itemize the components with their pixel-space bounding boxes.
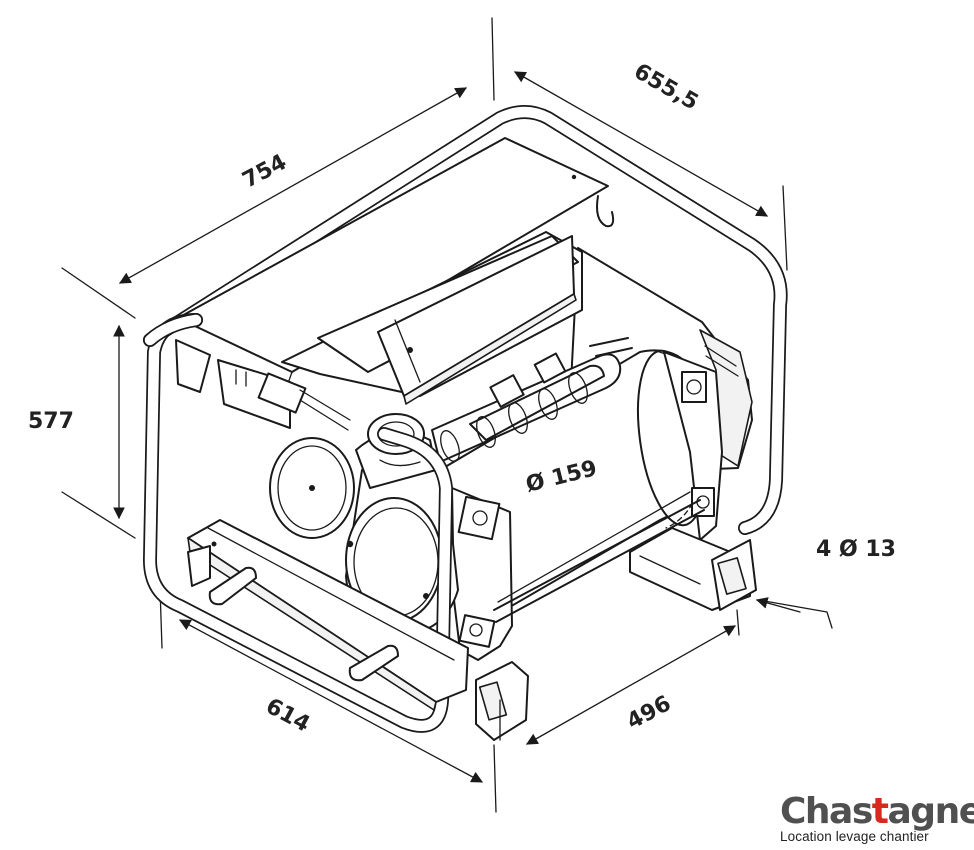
right-side-plate <box>663 351 723 541</box>
logo-tagline: Location levage chantier <box>780 829 929 844</box>
right-base <box>629 527 757 611</box>
dimension-base-width: 496 <box>623 691 675 735</box>
base-channel <box>187 519 469 711</box>
front-flap <box>175 339 211 393</box>
front-foot <box>475 661 529 741</box>
dimension-lines <box>61 17 833 813</box>
left-side-plate <box>451 487 513 661</box>
dimension-base-length: 614 <box>262 694 314 738</box>
company-logo: Chastagner Location levage chantier <box>780 791 974 845</box>
gearbox-bracket <box>217 359 351 431</box>
dimension-width-top: 655,5 <box>630 59 703 115</box>
brake-disc <box>269 437 355 539</box>
dimension-height: 577 <box>28 409 74 434</box>
frame-rear-tube <box>143 105 788 535</box>
top-plate <box>177 137 615 393</box>
frame-front-tube <box>143 313 453 733</box>
logo-wordmark: Chastagner <box>780 791 974 832</box>
mounting-holes-label: 4 Ø 13 <box>816 537 896 562</box>
gearbox-block <box>281 231 583 405</box>
dimension-length-top: 754 <box>239 150 291 194</box>
